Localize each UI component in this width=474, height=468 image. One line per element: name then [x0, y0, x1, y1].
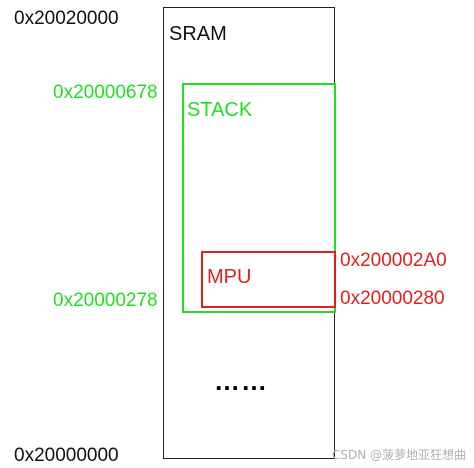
mpu-region-box: [201, 251, 336, 308]
mpu-top-address: 0x200002A0: [340, 250, 447, 271]
stack-top-address: 0x20000678: [53, 82, 158, 103]
mpu-bottom-address: 0x20000280: [340, 288, 445, 309]
sram-label: SRAM: [169, 23, 227, 45]
sram-top-address: 0x20020000: [14, 8, 119, 29]
stack-region-box: [182, 83, 336, 313]
more-regions-ellipsis: ……: [214, 366, 268, 396]
sram-bottom-address: 0x20000000: [14, 445, 119, 466]
watermark-text: CSDN @菠萝地亚狂想曲: [331, 448, 466, 462]
stack-label: STACK: [187, 99, 253, 121]
mpu-label: MPU: [207, 266, 252, 288]
stack-bottom-address: 0x20000278: [53, 290, 158, 311]
